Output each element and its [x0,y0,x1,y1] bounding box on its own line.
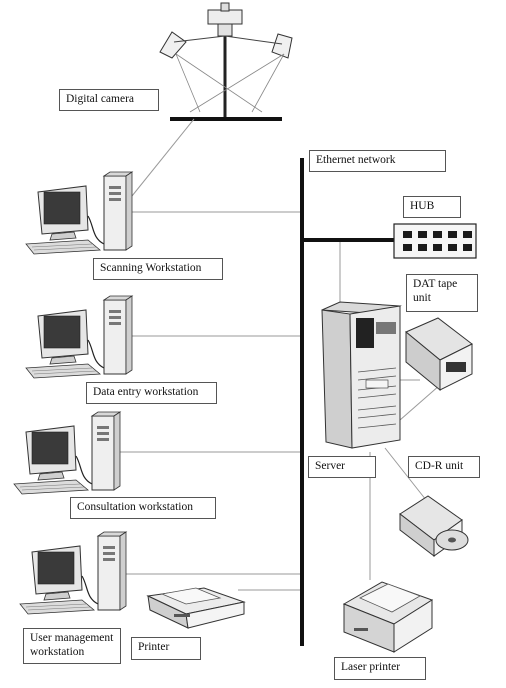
scanning-workstation-label: Scanning Workstation [93,258,223,280]
server-device [321,301,402,449]
consultation-workstation-computer [13,411,121,495]
cd-r-unit-label: CD-R unit [408,456,480,478]
data-entry-workstation-label: Data entry workstation [86,382,217,404]
user-management-workstation-label: User management workstation [23,628,121,664]
scanning-workstation-computer [25,171,133,255]
ethernet-network-label: Ethernet network [309,150,446,172]
printer-device [146,587,246,629]
consultation-workstation-label: Consultation workstation [70,497,216,519]
digital-camera-stand [159,2,293,121]
cd-r-unit-device [399,495,469,558]
digital-camera-label: Digital camera [59,89,159,111]
data-entry-workstation-computer [25,295,133,379]
hub-label: HUB [403,196,461,218]
dat-tape-unit-label: DAT tape unit [406,274,478,312]
dat-tape-unit-device [405,317,473,392]
laser-printer-label: Laser printer [334,657,426,680]
server-label: Server [308,456,376,478]
user-management-workstation-computer [19,531,127,615]
laser-printer-device [342,581,434,653]
hub-device [393,223,477,259]
printer-label: Printer [131,637,201,660]
